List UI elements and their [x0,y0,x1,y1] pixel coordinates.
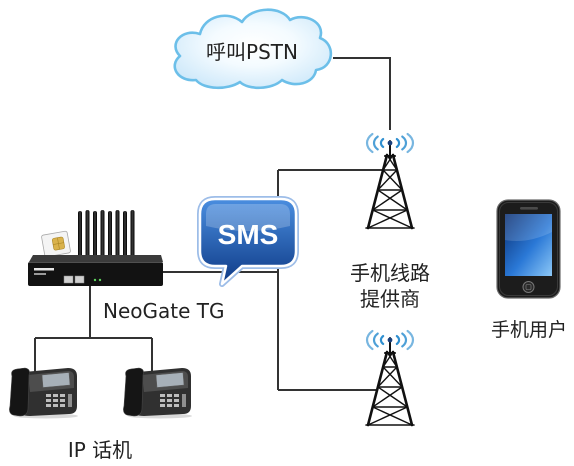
keypad-key [167,394,172,397]
cell-tower-bottom [365,329,415,427]
home-button-icon [522,281,535,293]
keypad-key [167,404,172,407]
tower-bracing [367,154,413,229]
gateway-logo-submark [34,273,46,275]
pstn-cloud: 呼叫PSTN [173,8,333,90]
antenna-6 [115,210,120,261]
keypad-key [60,394,65,397]
keypad-key [60,399,65,402]
sms-label: SMS [218,219,279,250]
antenna-tip [387,140,393,146]
keypad-key [174,404,179,407]
antenna-4 [100,210,105,261]
gsm-gateway-icon [28,262,163,286]
antenna-1 [78,211,82,261]
signal-wave-outer [365,132,415,154]
signal-wave-outer [365,329,415,351]
keypad-key [46,394,51,397]
gateway-device: NeoGate TG [28,210,224,323]
tower-legs [366,153,414,230]
phone-handset [9,367,30,417]
sim-card-chip-contacts [52,237,64,250]
cloud-icon [173,8,333,90]
antenna-5 [108,211,112,261]
mobile-user-label: 手机用户 [491,319,567,341]
gateway-led-2 [98,278,102,282]
signal-waves-icon [365,132,415,154]
ip-phones-label: IP 话机 [68,438,132,462]
sim-card-icon [41,230,71,258]
keypad-key [46,399,51,402]
smartphone-bezel [499,202,558,296]
speech-bubble-icon [198,197,298,286]
phone-handset [123,367,144,417]
mobile-user: 手机用户 [491,199,567,341]
tower-crossbars [365,169,415,229]
keypad-key [60,404,65,407]
phone-keypad [46,394,72,407]
carrier-label-line2: 提供商 [360,287,420,311]
carrier-label-line1: 手机线路 [350,261,430,285]
antenna-3 [93,211,97,261]
keypad-key [182,394,186,407]
ip-phone-left [9,367,78,419]
smartphone-screen [505,214,552,276]
gateway-port-1 [63,275,74,284]
phone-screen [155,372,185,388]
tower-legs [366,350,414,427]
gateway-led-1 [93,278,97,282]
antenna-8 [130,210,135,261]
home-button-glyph [525,284,532,290]
signal-wave-inner [379,138,401,148]
keypad-key [167,399,172,402]
phone-keypad [160,394,186,407]
keypad-key [174,399,179,402]
keypad-key [160,399,165,402]
keypad-key [46,404,51,407]
sms-bubble-gloss [206,204,290,231]
signal-waves-icon [365,329,415,351]
gateway-top-face [29,255,163,262]
keypad-key [53,404,58,407]
sms-bubble: SMS [197,196,299,287]
cell-tower-icon [365,337,415,427]
signal-wave-middle [372,135,408,151]
phone-screen [41,372,71,388]
signal-wave-middle [372,332,408,348]
ip-phone-right [123,367,192,419]
antenna-7 [123,211,127,261]
tower-bracing [367,351,413,426]
keypad-key [160,404,165,407]
keypad-key [68,394,72,407]
carrier-label: 手机线路 提供商 [350,261,430,311]
pstn-to-tower-line [333,57,391,130]
smartphone-screen-gloss [505,214,552,241]
keypad-key [53,399,58,402]
tower-crossbars [365,366,415,426]
keypad-key [53,394,58,397]
keypad-key [160,394,165,397]
cell-tower-icon [365,140,415,230]
antenna-tip [387,337,393,343]
gateway-logo-mark [34,268,54,271]
keypad-key [174,394,179,397]
cell-tower-top [365,132,415,230]
gateway-port-2 [74,275,85,284]
antenna-2 [85,210,90,261]
pstn-label: 呼叫PSTN [206,40,298,64]
gateway-label: NeoGate TG [103,299,224,323]
signal-wave-inner [379,335,401,345]
gateway-antennas [78,210,135,261]
smartphone-speaker [520,207,538,210]
